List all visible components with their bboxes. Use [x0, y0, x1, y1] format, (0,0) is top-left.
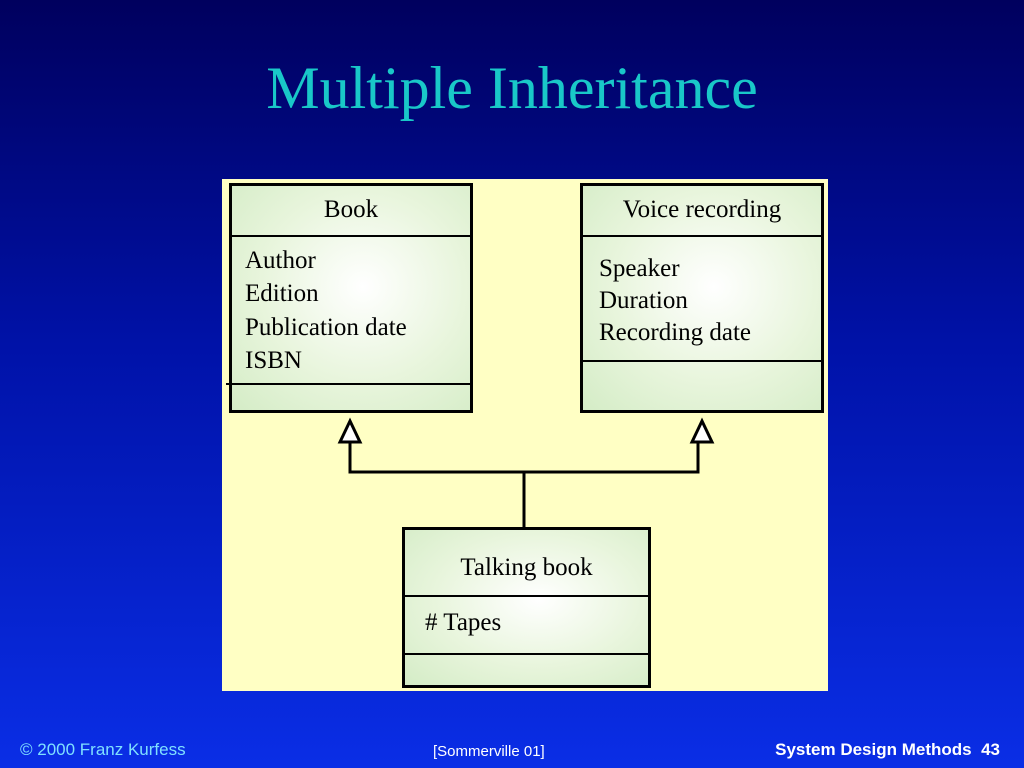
class-book-divider-2 — [226, 383, 470, 385]
footer-copyright: © 2000 Franz Kurfess — [20, 740, 186, 759]
footer-page-number: 43 — [981, 740, 1000, 759]
footer-course: System Design Methods — [775, 740, 972, 759]
class-book-attr-publication-date: Publication date — [245, 314, 407, 341]
class-voice-recording-attr-recording-date: Recording date — [599, 319, 752, 346]
class-talking-book-divider-2 — [405, 653, 648, 655]
class-voice-recording-attr-speaker: Speaker — [599, 255, 680, 282]
class-talking-book: Talking book # Tapes — [402, 527, 651, 688]
class-voice-recording: Voice recording Speaker Duration Recordi… — [580, 183, 824, 413]
class-book-attr-author: Author — [245, 247, 316, 274]
book-inheritance-arrowhead — [337, 417, 363, 444]
diagram-panel: Book Author Edition Publication date ISB… — [222, 179, 828, 691]
class-talking-book-name: Talking book — [460, 554, 593, 581]
footer-course-page: System Design Methods 43 — [775, 740, 1000, 760]
class-voice-recording-divider-2 — [583, 360, 821, 362]
footer-reference: [Sommerville 01] — [433, 743, 545, 760]
class-talking-book-attr-tapes: # Tapes — [425, 609, 502, 636]
class-book: Book Author Edition Publication date ISB… — [226, 183, 473, 413]
class-talking-book-divider-1 — [405, 595, 648, 597]
inheritance-line-book — [348, 443, 700, 474]
class-voice-recording-attr-duration: Duration — [599, 287, 688, 314]
voice-recording-inheritance-arrowhead — [689, 417, 715, 444]
class-book-name: Book — [323, 196, 379, 223]
inheritance-connectors — [337, 417, 715, 528]
class-book-divider-1 — [232, 235, 470, 237]
class-book-attr-isbn: ISBN — [245, 347, 302, 374]
class-voice-recording-divider-1 — [583, 235, 821, 237]
class-book-attr-edition: Edition — [245, 280, 319, 307]
class-voice-recording-name: Voice recording — [622, 196, 782, 223]
slide-title: Multiple Inheritance — [266, 55, 758, 121]
